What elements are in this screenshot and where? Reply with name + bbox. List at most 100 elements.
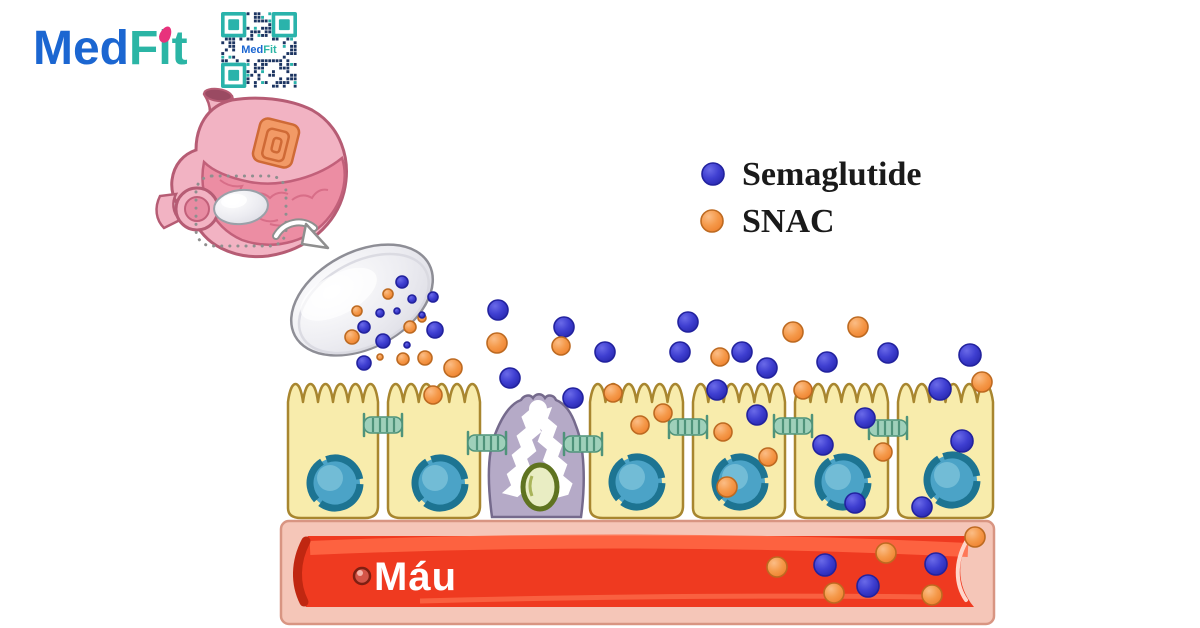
transition-arrow-icon bbox=[272, 218, 330, 250]
semaglutide-dot bbox=[562, 387, 584, 409]
legend-semaglutide-label: Semaglutide bbox=[742, 156, 921, 193]
semaglutide-dot bbox=[812, 434, 834, 456]
semaglutide-dot bbox=[911, 496, 933, 518]
legend-snac-label: SNAC bbox=[742, 203, 835, 240]
snac-dot bbox=[921, 584, 943, 606]
semaglutide-dot bbox=[594, 341, 616, 363]
semaglutide-dot bbox=[395, 275, 409, 289]
cell-nucleus bbox=[306, 454, 364, 512]
semaglutide-dot bbox=[677, 311, 699, 333]
red-blood-particle bbox=[352, 566, 372, 586]
logo-fit-text: Fit bbox=[129, 22, 188, 75]
blood-highlight bbox=[309, 534, 969, 557]
snac-dot bbox=[766, 556, 788, 578]
tablet-drug-dots bbox=[344, 275, 463, 378]
snac-dot bbox=[382, 288, 394, 300]
snac-dot bbox=[344, 329, 360, 345]
qr-label-med: Med bbox=[241, 43, 264, 56]
snac-dot bbox=[716, 476, 738, 498]
goblet-mucus bbox=[532, 407, 573, 499]
semaglutide-dot bbox=[756, 357, 778, 379]
snac-dot bbox=[793, 380, 813, 400]
snac-dot bbox=[875, 542, 897, 564]
blood-label: Máu bbox=[374, 555, 457, 599]
snac-dot bbox=[823, 582, 845, 604]
snac-dot bbox=[443, 358, 463, 378]
semaglutide-dot bbox=[357, 320, 371, 334]
vessel-right-shine bbox=[955, 540, 968, 602]
snac-dot bbox=[710, 347, 730, 367]
semaglutide-dot bbox=[356, 355, 372, 371]
semaglutide-dot bbox=[924, 552, 948, 576]
semaglutide-dot bbox=[816, 351, 838, 373]
semaglutide-dot bbox=[407, 294, 417, 304]
blood-vessel: Máu bbox=[279, 519, 996, 626]
snac-dot bbox=[964, 526, 986, 548]
snac-dot bbox=[873, 442, 893, 462]
semaglutide-dot bbox=[877, 342, 899, 364]
semaglutide-dot bbox=[553, 316, 575, 338]
snac-dot bbox=[630, 415, 650, 435]
snac-dot bbox=[782, 321, 804, 343]
released-drug-dots bbox=[423, 299, 993, 409]
pylorus-inner bbox=[184, 196, 210, 222]
semaglutide-dot bbox=[958, 343, 982, 367]
legend: Semaglutide SNAC bbox=[700, 156, 921, 240]
snac-dot bbox=[423, 385, 443, 405]
semaglutide-dot bbox=[375, 308, 385, 318]
goblet-mucus bbox=[501, 408, 547, 498]
snac-dot bbox=[351, 305, 363, 317]
qr-label: MedFit bbox=[239, 43, 279, 56]
tight-junction-icon bbox=[562, 431, 604, 457]
esophagus-opening bbox=[203, 87, 233, 103]
goblet-nucleus-body bbox=[520, 462, 560, 512]
duodenum-fold bbox=[251, 117, 301, 169]
semaglutide-dot bbox=[813, 553, 837, 577]
semaglutide-dot bbox=[854, 407, 876, 429]
semaglutide-dot bbox=[928, 377, 952, 401]
semaglutide-dot bbox=[856, 574, 880, 598]
snac-dot bbox=[417, 350, 433, 366]
semaglutide-dot bbox=[418, 311, 426, 319]
semaglutide-dot bbox=[393, 307, 401, 315]
goblet-cell bbox=[487, 393, 585, 519]
snac-dot bbox=[396, 352, 410, 366]
tight-junction-icon bbox=[667, 414, 709, 440]
semaglutide-dot bbox=[844, 492, 866, 514]
semaglutide-dot bbox=[706, 379, 728, 401]
cell-nucleus bbox=[608, 453, 666, 511]
semaglutide-dot bbox=[427, 291, 439, 303]
cell-nucleus bbox=[411, 454, 469, 512]
blood bbox=[294, 536, 974, 607]
logo-med-text: Med bbox=[33, 22, 129, 75]
vessel-left-shade bbox=[293, 536, 311, 607]
snac-dot bbox=[971, 371, 993, 393]
semaglutide-dot bbox=[669, 341, 691, 363]
semaglutide-dot bbox=[487, 299, 509, 321]
semaglutide-dot bbox=[731, 341, 753, 363]
qr-code: MedFit bbox=[221, 12, 297, 88]
snac-dot bbox=[486, 332, 508, 354]
qr-label-fit: Fit bbox=[263, 43, 277, 56]
tight-junction-icon bbox=[362, 412, 404, 438]
snac-dot bbox=[376, 353, 384, 361]
semaglutide-dot bbox=[950, 429, 974, 453]
semaglutide-dot bbox=[499, 367, 521, 389]
snac-dot bbox=[758, 447, 778, 467]
snac-dot bbox=[713, 422, 733, 442]
cell-nucleus bbox=[923, 451, 981, 509]
goblet-nucleus bbox=[520, 462, 560, 512]
goblet-nucleus-detail bbox=[528, 475, 534, 497]
semaglutide-dot bbox=[375, 333, 391, 349]
medfit-logo: MedFit bbox=[33, 24, 188, 74]
goblet-mucus-region bbox=[501, 400, 573, 499]
semaglutide-dot bbox=[426, 321, 444, 339]
snac-dot bbox=[653, 403, 673, 423]
red-blood-particle-shine bbox=[357, 570, 363, 576]
snac-dot bbox=[403, 320, 417, 334]
stomach-illustration bbox=[155, 87, 348, 259]
semaglutide-dot bbox=[746, 404, 768, 426]
tight-junction-icon bbox=[772, 413, 814, 439]
snac-dot bbox=[847, 316, 869, 338]
